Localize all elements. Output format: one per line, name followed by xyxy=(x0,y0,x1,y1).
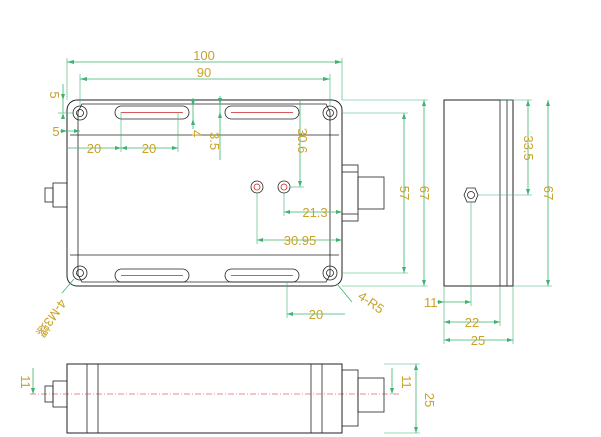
hex-connector-hole xyxy=(467,191,475,199)
dim-25-side: 25 xyxy=(471,333,485,348)
dim-57: 57 xyxy=(397,186,412,200)
slot-top-left xyxy=(114,105,190,120)
led-hole-1-inner xyxy=(253,183,261,191)
dim-90: 90 xyxy=(197,65,211,80)
dim-25-bottom: 25 xyxy=(422,393,437,407)
dim-21-3: 21.3 xyxy=(302,205,327,220)
slot-bottom-left xyxy=(114,268,190,283)
bottom-dimensions: 11 11 25 xyxy=(18,363,437,434)
dim-20-bottom: 20 xyxy=(309,307,323,322)
dim-33-5: 33.5 xyxy=(521,135,536,160)
dim-11-bottom-left: 11 xyxy=(18,375,33,389)
dim-30-6: 30.6 xyxy=(295,128,310,153)
side-view xyxy=(443,99,514,287)
dim-100: 100 xyxy=(193,48,215,63)
slot-bottom-right xyxy=(224,268,300,283)
right-connector xyxy=(341,164,385,222)
dim-67-side: 67 xyxy=(541,186,556,200)
dim-67-front: 67 xyxy=(417,186,432,200)
dim-30-95: 30.95 xyxy=(284,233,317,248)
mount-hole-bl xyxy=(72,265,88,281)
dim-4: 4 xyxy=(189,130,204,137)
led-hole-2-inner xyxy=(280,183,288,191)
dim-5-top: 5 xyxy=(47,91,62,98)
dim-22: 22 xyxy=(465,315,479,330)
dim-4-m3: 4-M3螺 xyxy=(33,296,70,340)
dim-4-r5: 4-R5 xyxy=(355,288,387,316)
mount-hole-br xyxy=(322,265,338,281)
left-cable-gland xyxy=(44,182,68,208)
dim-11-side: 11 xyxy=(424,295,438,310)
bottom-outline xyxy=(66,363,343,434)
side-dimensions: 33.5 67 11 22 25 xyxy=(424,99,556,348)
front-view xyxy=(44,99,385,287)
dim-5-left: 5 xyxy=(52,124,59,139)
slot-top-right xyxy=(224,105,300,120)
dim-11-bottom-right: 11 xyxy=(399,375,414,389)
dim-3-5: 3.5 xyxy=(207,132,222,150)
bottom-view xyxy=(30,363,400,434)
bottom-right-connector xyxy=(341,369,385,427)
dim-20-a: 20 xyxy=(87,141,101,156)
side-outline xyxy=(443,99,514,287)
bottom-left-gland xyxy=(44,380,68,408)
dim-20-b: 20 xyxy=(142,141,156,156)
